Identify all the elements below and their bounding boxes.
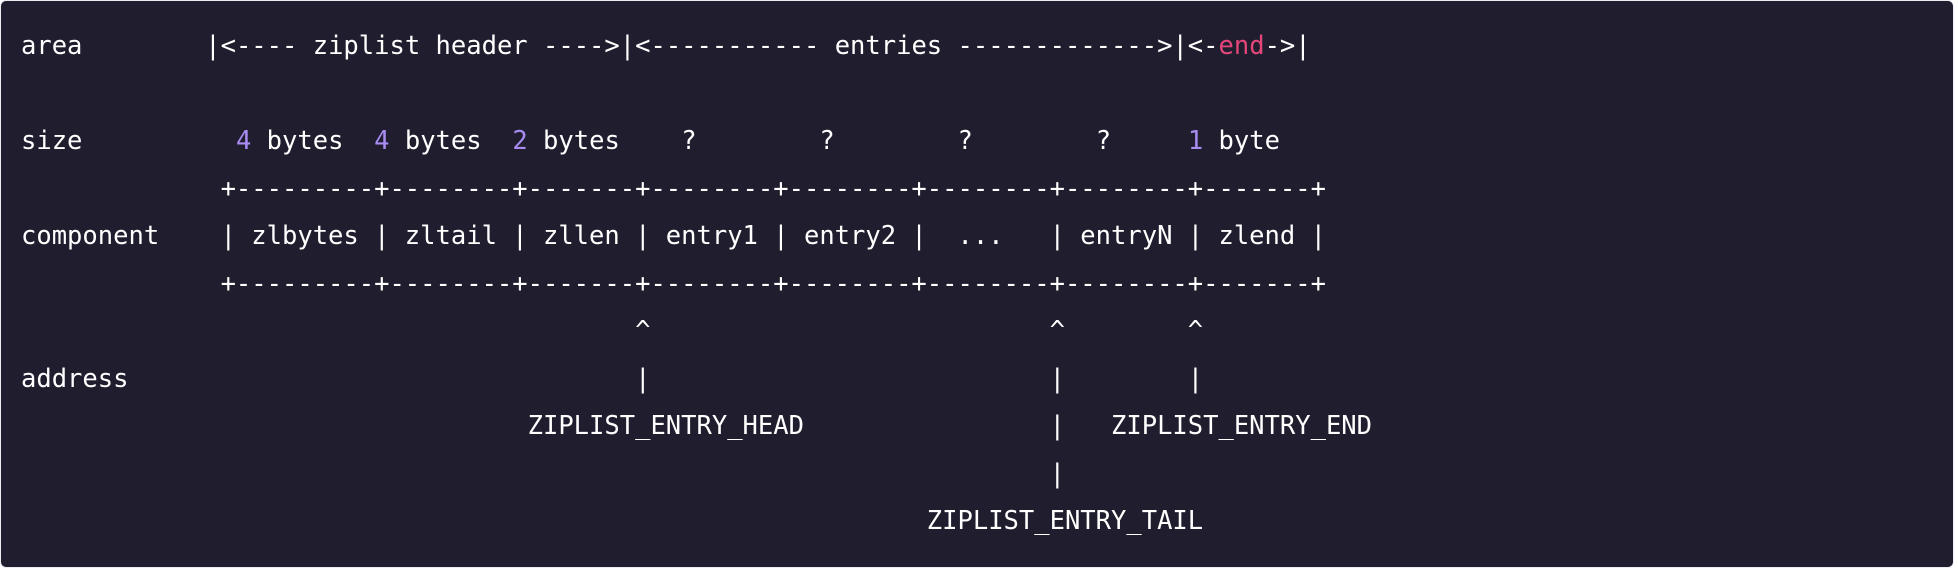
- size-zlend-number: 1: [1187, 126, 1204, 156]
- size-zltail-unit: bytes: [389, 126, 513, 156]
- area-pad: [82, 31, 205, 61]
- size-zlend-unit: byte: [1203, 126, 1280, 156]
- entry-tail-row: ZIPLIST_ENTRY_TAIL: [21, 506, 1204, 536]
- area-label: area: [21, 31, 83, 61]
- top-border-row: +---------+--------+-------+--------+---…: [21, 173, 1326, 204]
- size-label: size: [21, 126, 83, 156]
- size-zltail-number: 4: [374, 126, 390, 156]
- entry-head-row: ZIPLIST_ENTRY_HEAD | ZIPLIST_ENTRY_END: [21, 411, 1373, 441]
- address-row: address | | |: [21, 363, 1204, 394]
- size-row: size 4 bytes 4 bytes 2 bytes ? ? ? ? 1 b…: [21, 118, 1372, 166]
- size-zllen-number: 2: [512, 126, 528, 156]
- component-row: component | zlbytes | zltail | zllen | e…: [21, 221, 1326, 251]
- size-zlbytes-number: 4: [235, 126, 252, 156]
- size-zlbytes-unit: bytes: [251, 126, 375, 156]
- area-row: area |<---- ziplist header ---->|<------…: [21, 23, 1372, 71]
- bottom-border-row: +---------+--------+-------+--------+---…: [21, 268, 1326, 299]
- area-end-suffix: ->|: [1264, 31, 1311, 61]
- area-ranges: |<---- ziplist header ---->|<-----------…: [205, 31, 1219, 61]
- ziplist-layout-diagram: area |<---- ziplist header ---->|<------…: [21, 23, 1372, 546]
- size-entries-unknown: bytes ? ? ? ?: [527, 126, 1188, 156]
- pipe-row: |: [21, 458, 1065, 489]
- caret-row: ^ ^ ^: [21, 316, 1204, 346]
- size-pad: [82, 126, 236, 156]
- blank-row: [21, 71, 1372, 119]
- area-end-keyword: end: [1218, 31, 1265, 61]
